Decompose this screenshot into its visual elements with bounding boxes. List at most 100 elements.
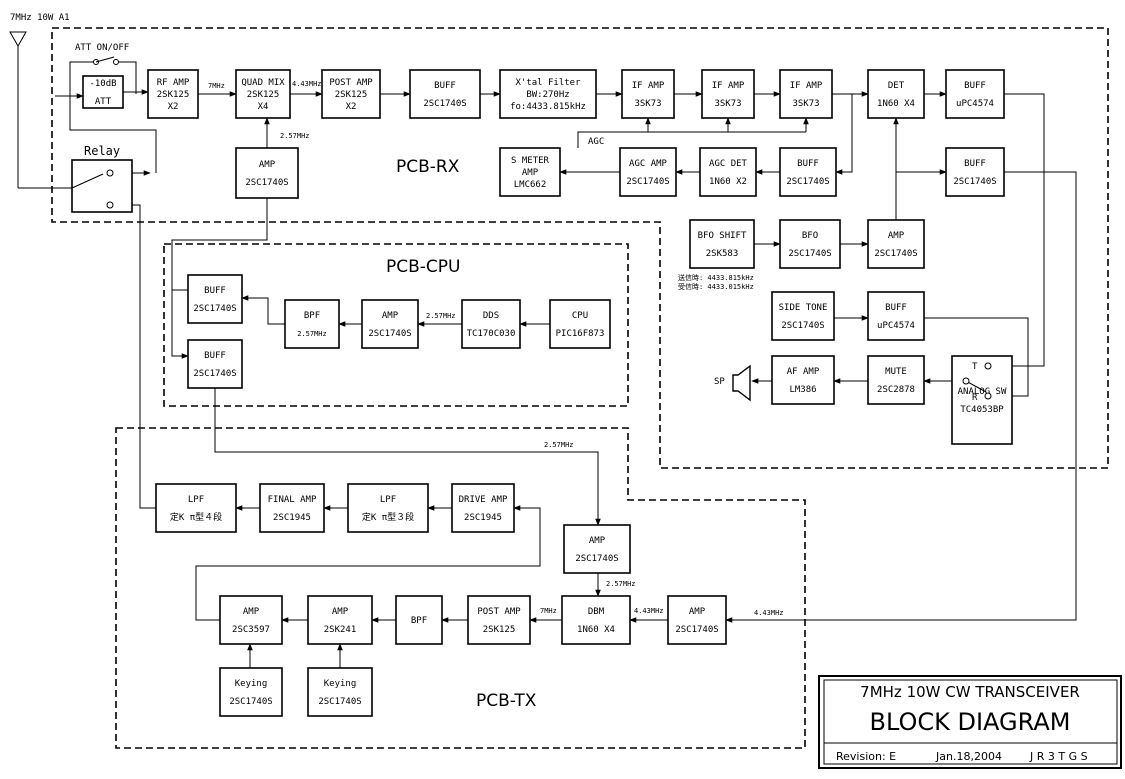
block-text: 2SC1740S xyxy=(318,697,361,707)
block-text: DET xyxy=(888,81,905,91)
block-text: 2SK125 xyxy=(483,625,516,635)
block-text: uPC4574 xyxy=(956,99,994,109)
title-block: 7MHz 10W CW TRANSCEIVER BLOCK DIAGRAM Re… xyxy=(818,675,1122,769)
block-agc-det: AGC DET 1N60 X2 xyxy=(699,147,757,197)
block-text: 2SK125 xyxy=(335,90,368,100)
block-text: 2SC1945 xyxy=(464,513,502,523)
block-text: 2SC1740S xyxy=(874,249,917,259)
block-text: 2SC1740S xyxy=(193,304,236,314)
block-text: BUFF xyxy=(885,303,907,313)
block-text: 1N60 X4 xyxy=(577,625,615,635)
block-text: -10dB xyxy=(89,79,116,89)
block-text: 2SC1740S xyxy=(953,177,996,187)
block-tx-amp-lo: AMP 2SC1740S xyxy=(563,524,631,574)
block-text: AGC DET xyxy=(709,159,748,169)
relay xyxy=(71,159,133,213)
block-text: 2SC1945 xyxy=(273,513,311,523)
label-freq-labels-dbm-in: 4.43MHz xyxy=(634,607,664,615)
label-relay-label: Relay xyxy=(84,144,120,158)
block-text: AGC AMP xyxy=(629,159,668,169)
wire-22 xyxy=(577,131,806,148)
label-freq-labels-dbm-out: 7MHz xyxy=(540,607,557,615)
block-text: 2SK583 xyxy=(706,249,739,259)
block-text: 3SK73 xyxy=(714,99,741,109)
block-text: IF AMP xyxy=(632,81,665,91)
block-text: 2SC1740S xyxy=(229,697,272,707)
block-text: IF AMP xyxy=(712,81,745,91)
wire-41 xyxy=(214,388,601,526)
block-text: X2 xyxy=(168,102,179,112)
block-text: SIDE TONE xyxy=(779,303,828,313)
block-text: TC170C030 xyxy=(467,329,516,339)
wire-39 xyxy=(241,295,285,325)
block-text: AMP xyxy=(243,607,260,617)
wire-40 xyxy=(171,290,189,359)
block-text: RF AMP xyxy=(157,78,190,88)
wire-54 xyxy=(112,202,156,509)
block-text: 3SK73 xyxy=(634,99,661,109)
block-text: AMP xyxy=(382,311,399,321)
pcb-tx-outline xyxy=(115,427,806,749)
block-bfo-amp: AMP 2SC1740S xyxy=(867,219,925,269)
label-freq-labels-bfo-tx: 4.43MHz xyxy=(754,609,784,617)
block-text: POST AMP xyxy=(329,78,373,88)
block-mute: MUTE 2SC2878 xyxy=(867,355,925,405)
label-agc-label: AGC xyxy=(588,137,604,147)
block-text: 2SC1740S xyxy=(781,321,824,331)
block-text: DDS xyxy=(483,311,499,321)
block-text: LPF xyxy=(188,495,204,505)
wire-18 xyxy=(835,94,853,175)
wire-50 xyxy=(195,505,541,621)
block-text: AMP xyxy=(888,231,905,241)
block-text: X'tal Filter xyxy=(515,78,581,88)
block-text: BUFF xyxy=(204,286,226,296)
pcb-rx-outline xyxy=(51,27,1109,469)
block-text: AMP xyxy=(589,536,606,546)
label-freq-labels-lo-rx: 2.57MHz xyxy=(280,132,310,140)
block-text: ANALOG SW xyxy=(958,387,1007,397)
block-text: 2SC1740S xyxy=(575,554,618,564)
analog-switch-contacts xyxy=(962,362,992,400)
block-if1: IF AMP 3SK73 xyxy=(621,69,675,119)
block-text: 2SC3597 xyxy=(232,625,270,635)
block-text: 2SK125 xyxy=(247,90,280,100)
block-text: 2SC2878 xyxy=(877,385,915,395)
label-pcb-tx: PCB-TX xyxy=(476,691,537,711)
block-text: AF AMP xyxy=(787,367,820,377)
label-att-switch-label: ATT ON/OFF xyxy=(75,43,129,53)
label-analog-sw-r: R xyxy=(972,393,978,403)
label-freq-labels-quad-if: 4.43MHz xyxy=(292,80,322,88)
wire-15 xyxy=(69,96,157,173)
block-text: AMP xyxy=(332,607,349,617)
date-text: Jan.18,2004 xyxy=(935,750,1002,763)
block-text: 1N60 X2 xyxy=(709,177,747,187)
block-side-tone: SIDE TONE 2SC1740S xyxy=(771,291,835,341)
block-text: LMC662 xyxy=(514,180,547,190)
label-antenna-label: 7MHz 10W A1 xyxy=(10,13,70,23)
block-text: BPF xyxy=(411,616,427,626)
block-text: TC4053BP xyxy=(960,405,1004,415)
signal-wires xyxy=(55,61,1077,668)
block-text: 2SC1740S xyxy=(193,369,236,379)
block-text: MUTE xyxy=(885,367,907,377)
block-text: BUFF xyxy=(434,81,456,91)
wire-17 xyxy=(171,198,268,291)
block-text: 2SK241 xyxy=(324,625,357,635)
